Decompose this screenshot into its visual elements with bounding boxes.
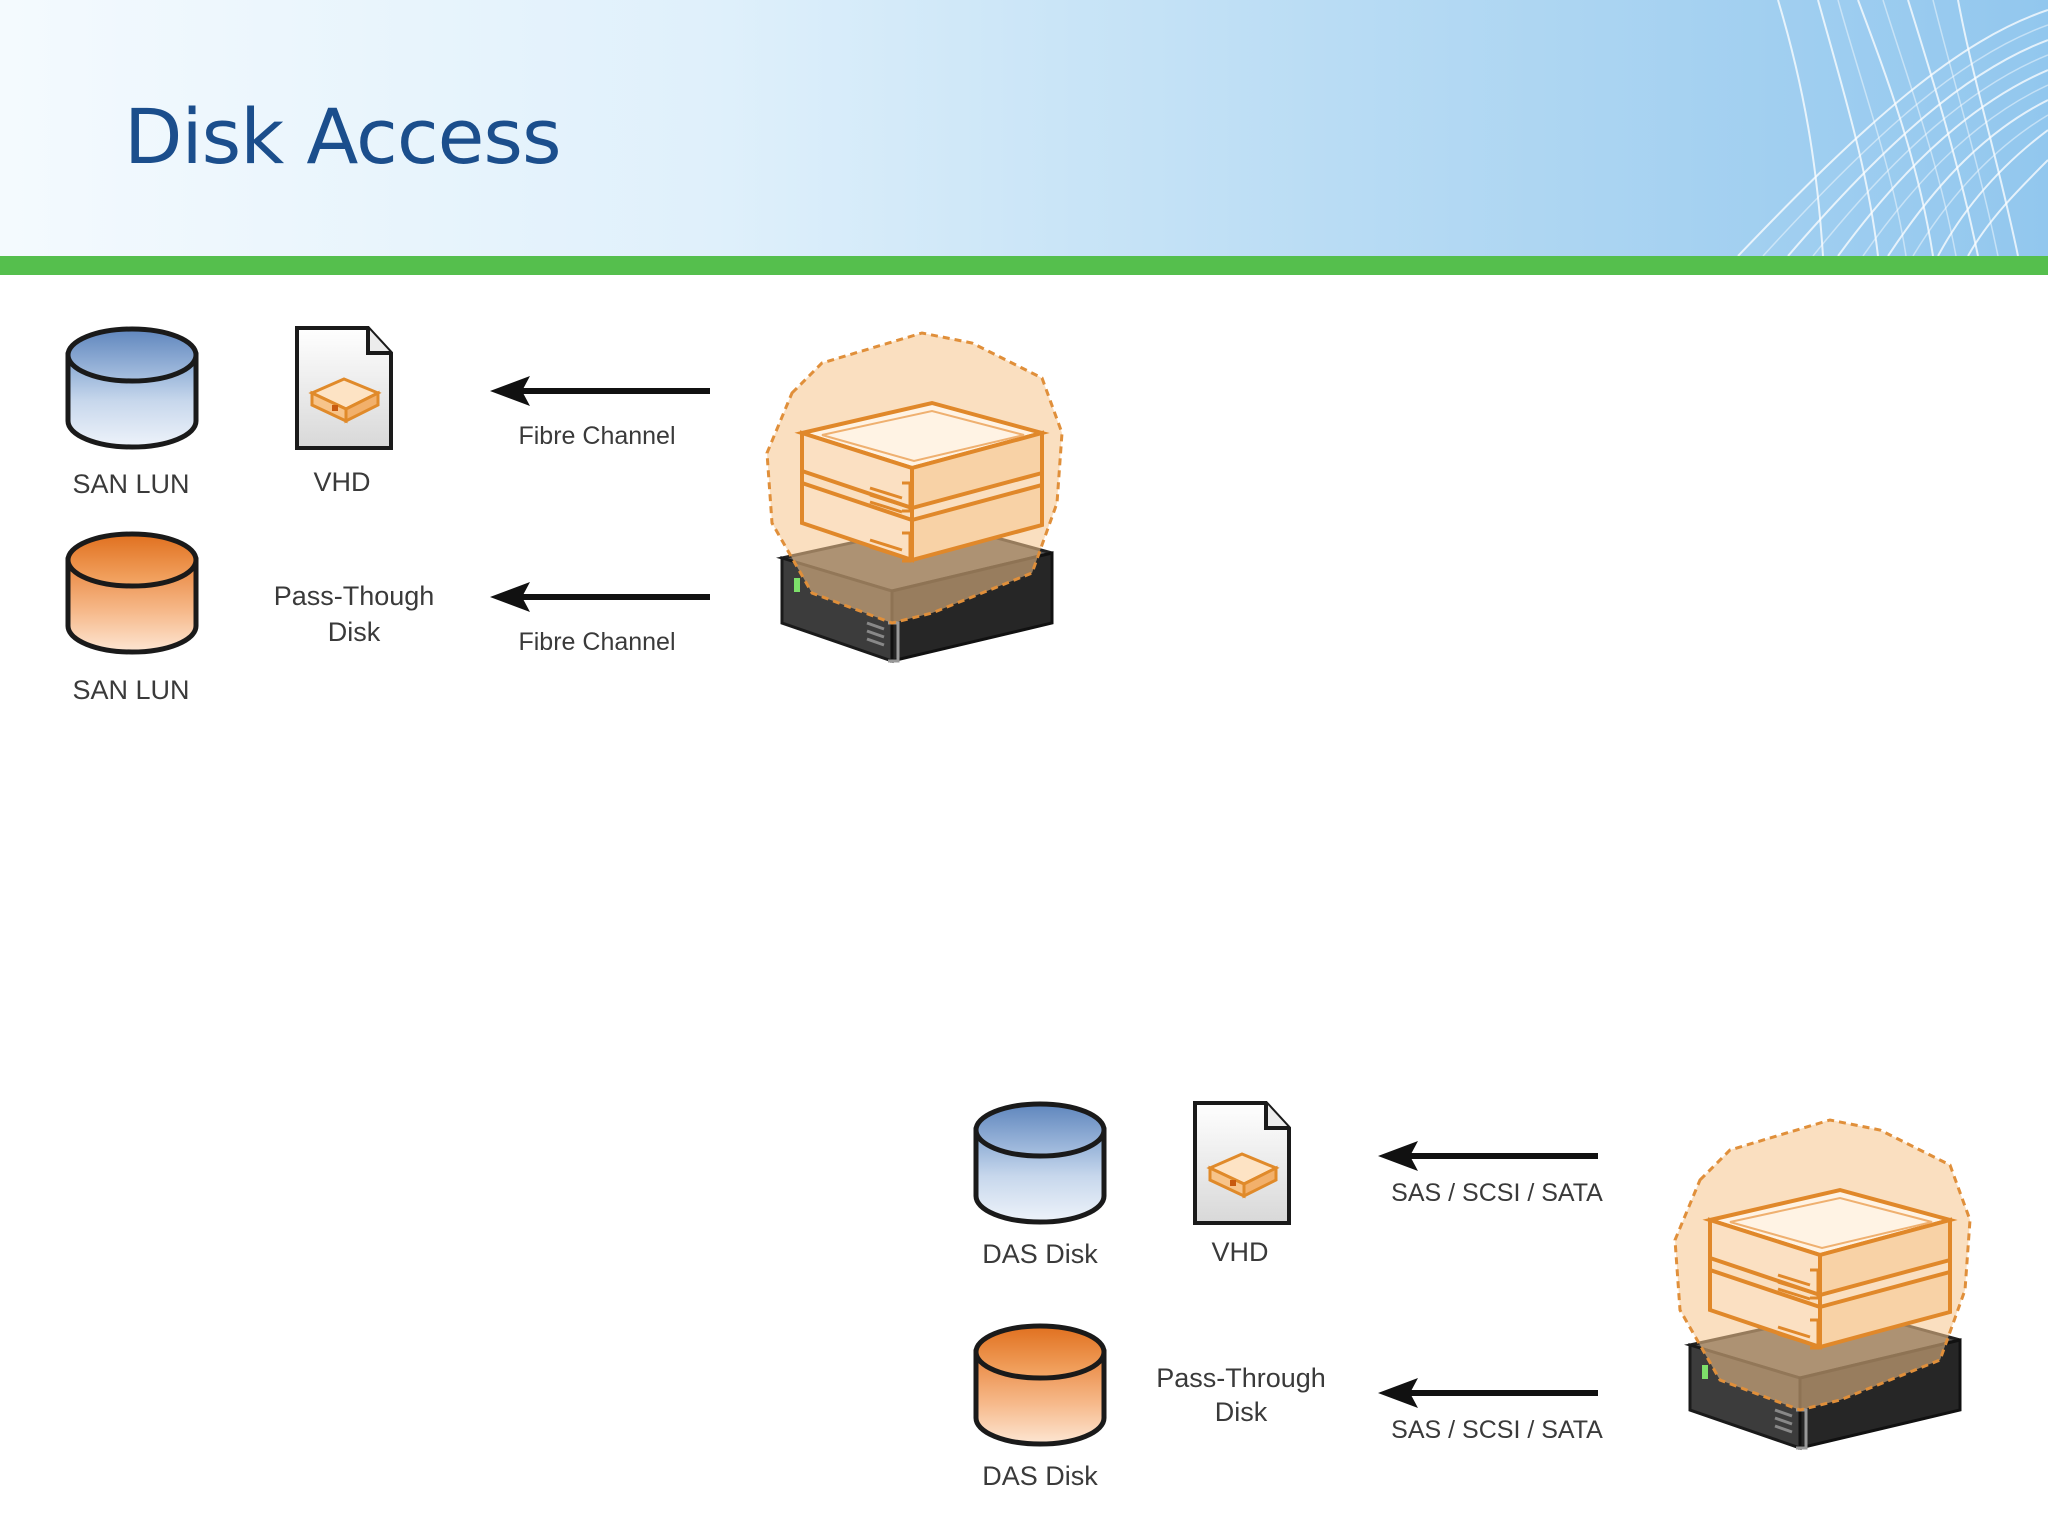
accent-bar <box>0 256 2048 275</box>
database-cylinder-blue-icon <box>970 1098 1110 1228</box>
wire-mesh-decoration <box>1737 0 2048 256</box>
slide-title: Disk Access <box>124 92 562 181</box>
arrow-left-icon <box>1372 1141 1604 1171</box>
san-diagram: SAN LUN VHD Fibre Channel SAN LUN Pass-T… <box>0 0 1100 720</box>
san-link2-label: Fibre Channel <box>518 628 676 656</box>
san-vhd-label: VHD <box>313 467 371 497</box>
san-disk2-label: SAN LUN <box>72 675 190 705</box>
san-pass-through-label-line1: Pass-Though <box>273 581 435 611</box>
das-link2-label: SAS / SCSI / SATA <box>1391 1416 1603 1444</box>
das-vhd-label: VHD <box>1211 1237 1269 1267</box>
database-cylinder-orange-icon <box>970 1320 1110 1450</box>
virtualized-server-host-icon <box>1660 1110 1980 1510</box>
slide-header: Disk Access <box>0 0 2048 256</box>
das-disk1-label: DAS Disk <box>982 1239 1098 1269</box>
vhd-file-icon <box>1190 1098 1294 1228</box>
san-disk1-label: SAN LUN <box>72 469 190 499</box>
arrow-left-icon <box>1372 1378 1604 1408</box>
das-pass-through-label-line2: Disk <box>1214 1397 1268 1427</box>
san-pass-through-label-line2: Disk <box>327 617 381 647</box>
das-link1-label: SAS / SCSI / SATA <box>1391 1179 1603 1207</box>
san-link1-label: Fibre Channel <box>518 422 676 450</box>
das-disk2-label: DAS Disk <box>982 1461 1098 1491</box>
das-pass-through-label-line1: Pass-Through <box>1156 1363 1326 1393</box>
